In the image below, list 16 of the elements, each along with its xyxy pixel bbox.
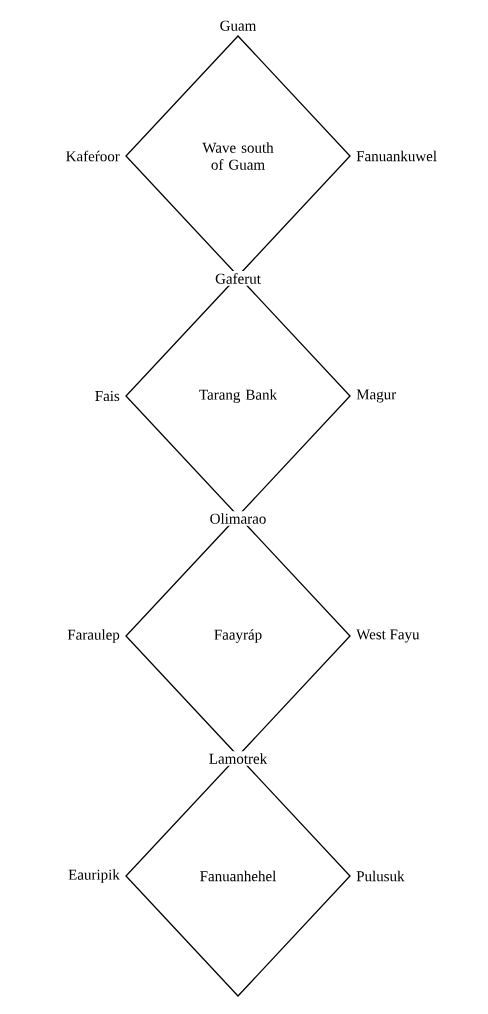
region-label: Faayráp — [214, 629, 262, 643]
region-label: Tarang Bank — [199, 389, 278, 403]
place-label: Olimarao — [207, 511, 269, 526]
place-label: West Fayu — [356, 629, 420, 643]
place-label: Kafeŕoor — [66, 150, 120, 162]
place-label: Faraulep — [67, 629, 120, 643]
place-label: Guam — [217, 18, 259, 33]
place-label: Pulusuk — [356, 870, 405, 882]
region-label: Fanuanhehel — [200, 870, 276, 882]
place-label: Gaferut — [213, 271, 263, 286]
place-label: Magur — [356, 389, 397, 403]
place-label: Fais — [95, 390, 120, 402]
region-label: Wave south of Guam — [202, 142, 274, 170]
place-label: Lamotrek — [206, 751, 270, 766]
place-label: Eauripik — [68, 869, 120, 883]
place-label: Fanuankuwel — [356, 150, 437, 162]
